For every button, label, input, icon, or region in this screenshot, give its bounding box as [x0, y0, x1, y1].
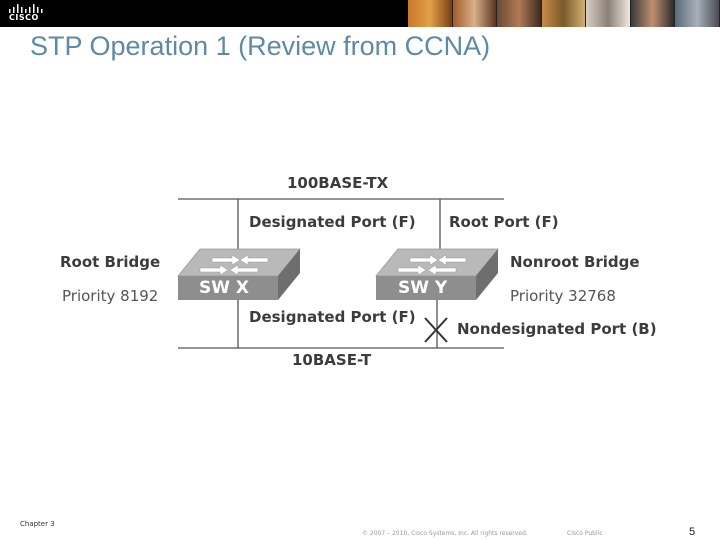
sw-y-name: SW Y [398, 278, 448, 298]
switch-y-icon [375, 248, 499, 300]
bottom-link-label: 10BASE-T [292, 351, 372, 369]
copyright-text: © 2007 – 2010, Cisco Systems, Inc. All r… [362, 530, 528, 537]
chapter-label: Chapter 3 [20, 520, 55, 528]
sw-y-priority-label: Priority 32768 [510, 287, 616, 305]
page-title: STP Operation 1 (Review from CCNA) [30, 31, 491, 61]
sw-x-name: SW X [199, 278, 250, 298]
banner-photo [630, 0, 676, 27]
top-link-label: 100BASE-TX [287, 174, 389, 192]
cisco-logo [9, 4, 43, 13]
banner-photo [497, 0, 542, 27]
sw-x-bottom-port-label: Designated Port (F) [249, 308, 416, 326]
banner-photos [408, 0, 720, 27]
switch-x-icon [177, 248, 301, 300]
nonroot-bridge-label: Nonroot Bridge [510, 253, 640, 271]
logo-text: CISCO [9, 13, 39, 22]
header-banner: CISCO [0, 0, 720, 27]
sw-x-top-port-label: Designated Port (F) [249, 213, 416, 231]
classification-text: Cisco Public [567, 530, 603, 537]
page-number: 5 [689, 526, 696, 538]
sw-y-bottom-port-label: Nondesignated Port (B) [457, 320, 657, 338]
banner-photo [586, 0, 631, 27]
root-bridge-label: Root Bridge [60, 253, 161, 271]
banner-photo [452, 0, 498, 27]
sw-x-priority-label: Priority 8192 [62, 287, 159, 305]
blocked-port-x-mark [424, 317, 448, 343]
banner-photo [541, 0, 587, 27]
sw-y-top-port-label: Root Port (F) [449, 213, 559, 231]
banner-photo [408, 0, 453, 27]
